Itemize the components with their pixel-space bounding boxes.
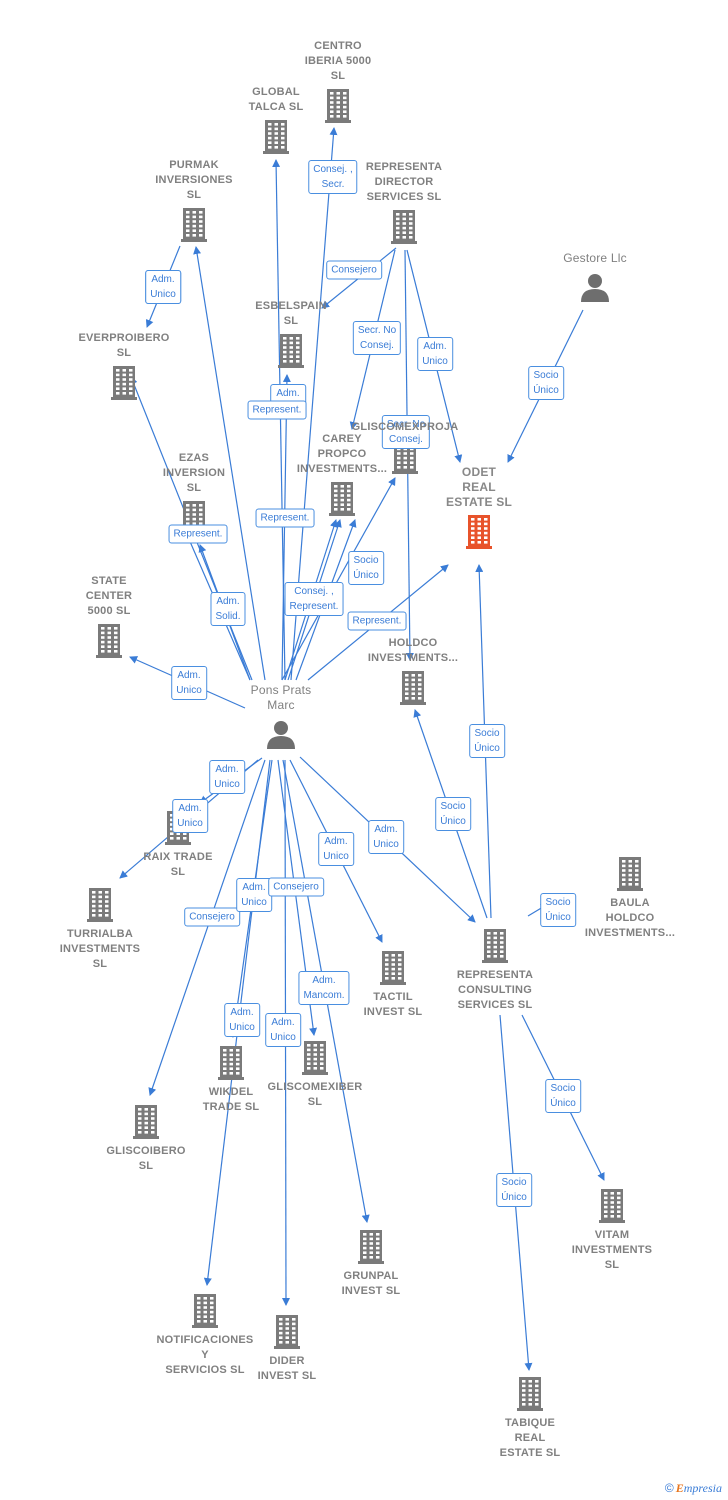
relation-label-repcons-to-odet[interactable]: Socio Único xyxy=(469,724,505,758)
notif-building-icon[interactable] xyxy=(192,1294,218,1328)
repdir-building-icon[interactable] xyxy=(391,210,417,244)
relation-label-pons-to-everpro[interactable]: Represent. xyxy=(247,400,307,420)
relation-label-pons-to-dider[interactable]: Adm. Unico xyxy=(265,1013,301,1047)
purmak-node-label[interactable]: PURMAK INVERSIONES SL xyxy=(155,159,233,201)
edge-pons-to-gliscomexproja xyxy=(281,477,396,681)
esbel-node-label[interactable]: ESBELSPAIN SL xyxy=(255,300,327,327)
baula-node-label[interactable]: BAULA HOLDCO INVESTMENTS... xyxy=(584,897,676,939)
relation-label-repcons-to-tabique[interactable]: Socio Único xyxy=(496,1173,532,1207)
carey-node-label[interactable]: CAREY PROPCO INVESTMENTS... xyxy=(296,433,388,475)
relation-label-pons-to-state[interactable]: Adm. Unico xyxy=(171,666,207,700)
gliscoibero-node-label[interactable]: GLISCOIBERO SL xyxy=(106,1145,186,1172)
turrialba-building-icon[interactable] xyxy=(87,888,113,922)
everpro-building-icon[interactable] xyxy=(111,366,137,400)
dider-building-icon[interactable] xyxy=(274,1315,300,1349)
relation-label-repdir-to-esbel[interactable]: Consejero xyxy=(326,260,382,280)
relation-label-purmak-to-everpro[interactable]: Adm. Unico xyxy=(145,270,181,304)
relation-label-pons-to-notif[interactable]: Adm. Unico xyxy=(224,1003,260,1037)
holdco-building-icon[interactable] xyxy=(400,671,426,705)
gliscomexiber-node-label[interactable]: GLISCOMEXIBER SL xyxy=(267,1081,363,1108)
relation-label-repcons-to-vitam[interactable]: Socio Único xyxy=(545,1079,581,1113)
pons-person-icon[interactable] xyxy=(267,721,295,749)
esbel-building-icon[interactable] xyxy=(278,334,304,368)
tactil-building-icon[interactable] xyxy=(380,951,406,985)
relation-label-pons-to-gliscoibero[interactable]: Consejero xyxy=(184,907,240,927)
relation-label-pons-to-odet[interactable]: Represent. xyxy=(347,611,407,631)
copyright-symbol: © xyxy=(664,1481,674,1495)
state-building-icon[interactable] xyxy=(96,624,122,658)
gestore-node-label[interactable]: Gestore Llc xyxy=(563,251,627,265)
tabique-building-icon[interactable] xyxy=(517,1377,543,1411)
notif-node-label[interactable]: NOTIFICACIONES Y SERVICIOS SL xyxy=(156,1334,254,1376)
centro-building-icon[interactable] xyxy=(325,89,351,123)
relation-label-repdir-to-carey[interactable]: Secr. No Consej. xyxy=(352,321,402,355)
relation-label-pons-to-gliscomexproja[interactable]: Secr. No Consej. xyxy=(381,415,431,449)
relation-label-repdir-to-odet[interactable]: Adm. Unico xyxy=(417,337,453,371)
raix-node-label[interactable]: RAIX TRADE SL xyxy=(143,851,213,878)
wikdel-building-icon[interactable] xyxy=(218,1046,244,1080)
carey-building-icon[interactable] xyxy=(329,482,355,516)
brand-initial: E xyxy=(675,1481,684,1495)
global-building-icon[interactable] xyxy=(263,120,289,154)
relation-label-pons-to-raix[interactable]: Adm. Unico xyxy=(209,760,245,794)
edge-pons-to-purmak xyxy=(193,246,266,681)
edge-pons-to-esbel xyxy=(281,374,291,681)
global-node-label[interactable]: GLOBAL TALCA SL xyxy=(248,86,304,113)
pons-node-label[interactable]: Pons Prats Marc xyxy=(250,683,312,712)
relation-label-pons-to-turrialba[interactable]: Adm. Unico xyxy=(172,799,208,833)
odet-node-label[interactable]: ODET REAL ESTATE SL xyxy=(445,465,513,509)
ezas-node-label[interactable]: EZAS INVERSION SL xyxy=(162,452,226,494)
purmak-building-icon[interactable] xyxy=(181,208,207,242)
turrialba-node-label[interactable]: TURRIALBA INVESTMENTS SL xyxy=(59,928,141,970)
baula-building-icon[interactable] xyxy=(617,857,643,891)
relation-label-pons-to-repcons[interactable]: Adm. Unico xyxy=(368,820,404,854)
vitam-node-label[interactable]: VITAM INVESTMENTS SL xyxy=(571,1229,653,1271)
relation-label-repcons-to-holdco[interactable]: Socio Único xyxy=(435,797,471,831)
grunpal-building-icon[interactable] xyxy=(358,1230,384,1264)
relation-label-pons-to-ezas[interactable]: Represent. xyxy=(168,524,228,544)
tabique-node-label[interactable]: TABIQUE REAL ESTATE SL xyxy=(499,1417,561,1459)
relation-label-pons-to-gliscomexiber[interactable]: Consejero xyxy=(268,877,324,897)
brand-name: mpresia xyxy=(683,1481,722,1495)
relation-label-gestore-to-odet[interactable]: Socio Único xyxy=(528,366,564,400)
repdir-node-label[interactable]: REPRESENTA DIRECTOR SERVICES SL xyxy=(365,161,443,203)
wikdel-node-label[interactable]: WIKDEL TRADE SL xyxy=(202,1086,260,1113)
grunpal-node-label[interactable]: GRUNPAL INVEST SL xyxy=(341,1270,401,1297)
relation-label-pons-to-centro[interactable]: Consej. , Secr. xyxy=(308,160,358,194)
relation-label-repcons-to-baula[interactable]: Socio Único xyxy=(540,893,576,927)
state-node-label[interactable]: STATE CENTER 5000 SL xyxy=(85,575,133,617)
gliscoibero-building-icon[interactable] xyxy=(133,1105,159,1139)
relation-label-pons-to-carey[interactable]: Socio Único xyxy=(348,551,384,585)
tactil-node-label[interactable]: TACTIL INVEST SL xyxy=(363,991,423,1018)
repcons-node-label[interactable]: REPRESENTA CONSULTING SERVICES SL xyxy=(456,969,534,1011)
everpro-node-label[interactable]: EVERPROIBERO SL xyxy=(78,332,170,359)
gliscomexiber-building-icon[interactable] xyxy=(302,1041,328,1075)
dider-node-label[interactable]: DIDER INVEST SL xyxy=(257,1355,317,1382)
relation-label-pons-to-carey[interactable]: Consej. , Represent. xyxy=(284,582,344,616)
relation-label-pons-to-wikdel[interactable]: Adm. Unico xyxy=(236,878,272,912)
centro-node-label[interactable]: CENTRO IBERIA 5000 SL xyxy=(304,40,372,82)
gestore-person-icon[interactable] xyxy=(581,274,609,302)
odet-building-icon[interactable] xyxy=(466,515,492,549)
relation-label-pons-to-ezas[interactable]: Adm. Solid. xyxy=(210,592,246,626)
repcons-building-icon[interactable] xyxy=(482,929,508,963)
holdco-node-label[interactable]: HOLDCO INVESTMENTS... xyxy=(367,637,459,664)
relation-label-pons-to-grunpal[interactable]: Adm. Mancom. xyxy=(298,971,350,1005)
gliscomexproja-node-label[interactable]: GLISCOMEXPROJA xyxy=(351,421,459,433)
edge-pons-to-gliscoibero xyxy=(148,759,266,1096)
relation-label-pons-to-carey[interactable]: Represent. xyxy=(255,508,315,528)
empresia-logo: ©Empresia xyxy=(665,1481,722,1496)
relation-label-pons-to-tactil[interactable]: Adm. Unico xyxy=(318,832,354,866)
vitam-building-icon[interactable] xyxy=(599,1189,625,1223)
